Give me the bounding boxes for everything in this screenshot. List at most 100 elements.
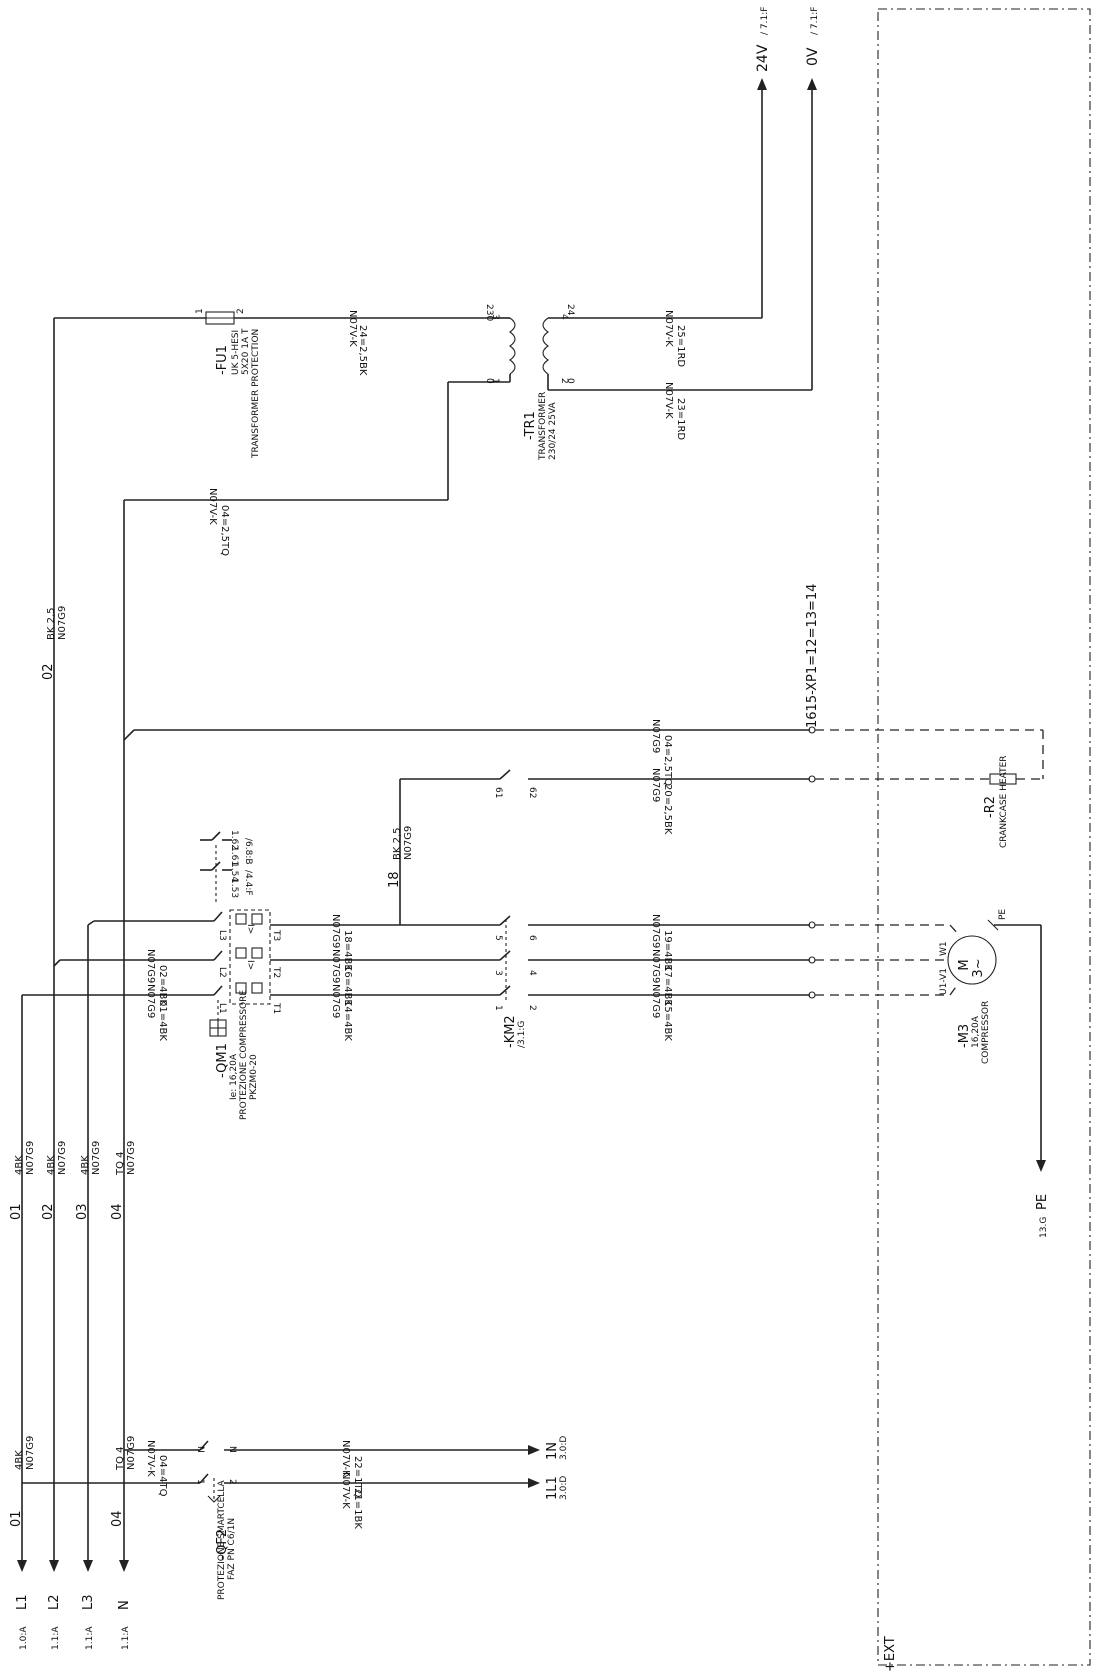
- m3-tag: -M3: [957, 1024, 972, 1048]
- svg-text:17=4BK: 17=4BK: [662, 965, 673, 1006]
- svg-text:5X20 1A T: 5X20 1A T: [241, 328, 251, 375]
- svg-text:M: M: [957, 959, 972, 970]
- svg-text:N07G9: N07G9: [126, 1436, 137, 1470]
- svg-text:2: 2: [527, 1005, 537, 1011]
- svg-text:N07V-K: N07V-K: [663, 310, 674, 347]
- svg-text:U1-V1: U1-V1: [939, 968, 949, 995]
- svg-text:TQ 4: TQ 4: [115, 1151, 126, 1176]
- phase-n: N: [117, 1600, 132, 1610]
- km2-tag: -KM2: [503, 1015, 518, 1048]
- svg-text:5: 5: [493, 935, 503, 941]
- svg-text:04: 04: [110, 1203, 125, 1220]
- svg-text:N07G9: N07G9: [330, 914, 341, 948]
- svg-text:02: 02: [41, 663, 56, 680]
- svg-text:04=4TQ: 04=4TQ: [157, 1455, 168, 1497]
- svg-text:1L1: 1L1: [545, 1476, 560, 1500]
- svg-text:/ 7.1:F: / 7.1:F: [810, 7, 820, 35]
- svg-text:N07G9: N07G9: [650, 949, 661, 983]
- svg-text:01: 01: [9, 1203, 24, 1220]
- svg-text:N07G9: N07G9: [650, 914, 661, 948]
- svg-text:N07G9: N07G9: [145, 984, 156, 1018]
- svg-text:N07V-K: N07V-K: [145, 1440, 156, 1477]
- svg-text:N07V-K: N07V-K: [207, 488, 218, 525]
- svg-text:19=4BK: 19=4BK: [662, 930, 673, 971]
- svg-text:18=4BK: 18=4BK: [342, 930, 353, 971]
- ext-frame-label: +EXT: [883, 1636, 898, 1672]
- svg-text:PE: PE: [1035, 1194, 1050, 1210]
- svg-text:N07G9: N07G9: [25, 1436, 36, 1470]
- svg-text:4BK: 4BK: [80, 1155, 91, 1175]
- svg-text:2: 2: [236, 308, 246, 314]
- svg-text:N07G9: N07G9: [57, 606, 68, 640]
- svg-text:TRANSFORMER: TRANSFORMER: [538, 392, 548, 461]
- svg-text:N07G9: N07G9: [330, 949, 341, 983]
- tr1-tag: -TR1: [523, 411, 538, 440]
- svg-text:0: 0: [484, 378, 494, 384]
- svg-text:N07G9: N07G9: [330, 984, 341, 1018]
- svg-text:N07V-K: N07V-K: [340, 1440, 351, 1477]
- svg-text:/6.8:B: /6.8:B: [243, 838, 253, 865]
- svg-text:N07G9: N07G9: [91, 1141, 102, 1175]
- fu1-tag: -FU1: [215, 345, 230, 375]
- svg-text:N07V-K: N07V-K: [663, 382, 674, 419]
- svg-text:Ie: 16,20A: Ie: 16,20A: [229, 1053, 239, 1100]
- phase-l3: L3: [81, 1594, 96, 1610]
- svg-text:3~: 3~: [971, 958, 986, 977]
- svg-text:1.61: 1.61: [229, 846, 239, 866]
- svg-text:24=2,5BK: 24=2,5BK: [357, 325, 368, 376]
- svg-text:3: 3: [490, 314, 500, 320]
- svg-text:/4.4:F: /4.4:F: [243, 870, 253, 896]
- svg-text:3: 3: [493, 970, 503, 976]
- svg-text:N07G9: N07G9: [126, 1141, 137, 1175]
- svg-text:24V: 24V: [755, 44, 771, 72]
- output-24v: 24V / 7.1:F: [755, 7, 771, 72]
- svg-text:L2: L2: [217, 967, 227, 978]
- svg-text:PE: PE: [998, 909, 1008, 920]
- svg-text:N07G9: N07G9: [650, 984, 661, 1018]
- svg-text:N: N: [227, 1446, 237, 1453]
- svg-text:01: 01: [9, 1510, 24, 1527]
- xp1-label: 1615-XP1=12=13=14: [805, 584, 820, 728]
- svg-text:0: 0: [565, 378, 575, 384]
- output-0v: 0V / 7.1:F: [805, 7, 821, 66]
- svg-text:2: 2: [227, 1479, 237, 1485]
- field-wiring: [815, 729, 1046, 1172]
- svg-text:CRANKCASE HEATER: CRANKCASE HEATER: [999, 755, 1009, 848]
- svg-text:N07G9: N07G9: [25, 1141, 36, 1175]
- svg-text:61: 61: [493, 787, 503, 798]
- r2-tag: -R2: [983, 796, 998, 818]
- svg-text:N07G9: N07G9: [145, 949, 156, 983]
- svg-text:04=2,5TQ: 04=2,5TQ: [662, 735, 673, 786]
- svg-text:1.0:A: 1.0:A: [19, 1626, 29, 1650]
- svg-text:20=2,5BK: 20=2,5BK: [662, 784, 673, 835]
- svg-text:01=4BK: 01=4BK: [157, 1000, 168, 1041]
- svg-text:N07G9: N07G9: [650, 719, 661, 753]
- svg-text:W1: W1: [939, 941, 949, 956]
- svg-text:/3.1:G: /3.1:G: [517, 1021, 527, 1048]
- svg-text:14=4BK: 14=4BK: [342, 1000, 353, 1041]
- fuse-fu1: 1 2 -FU1 UK 5-HESI 5X20 1A T TRANSFORMER…: [195, 308, 494, 459]
- qm1-tag: -QM1: [215, 1043, 230, 1078]
- svg-text:I>: I>: [245, 960, 255, 970]
- svg-text:L3: L3: [217, 930, 227, 941]
- svg-text:L1: L1: [217, 1003, 227, 1014]
- svg-text:1.54: 1.54: [229, 862, 239, 882]
- svg-text:1.53: 1.53: [229, 878, 239, 898]
- svg-text:04: 04: [110, 1510, 125, 1527]
- svg-text:BK 2,5: BK 2,5: [46, 608, 57, 641]
- phase-l1: L1: [15, 1594, 30, 1610]
- svg-text:TQ 4: TQ 4: [115, 1446, 126, 1471]
- motor-protector-qm1: 1.53 1.54 1.61 1.62 /4.4:F /6.8:B L1 L2 …: [22, 830, 500, 1120]
- svg-text:13.G: 13.G: [1039, 1217, 1049, 1238]
- svg-text:230: 230: [484, 304, 494, 321]
- svg-text:1: 1: [195, 308, 205, 314]
- input-cable-labels: 01 4BK N07G9 04 TQ 4 N07G9: [9, 1436, 137, 1527]
- ext-frame: [877, 8, 1091, 1666]
- svg-text:6: 6: [527, 935, 537, 941]
- svg-text:15=4BK: 15=4BK: [662, 1000, 673, 1041]
- qf2-tag: -QF2: [215, 1529, 230, 1560]
- svg-text:PROTEZIONE COMPRESSORE: PROTEZIONE COMPRESSORE: [239, 990, 249, 1120]
- motor-m3: M 3~ U1-V1 W1 PE -M3 16,20A COMPRESSOR: [939, 909, 1008, 1064]
- svg-text:I>: I>: [245, 924, 255, 934]
- svg-text:03: 03: [75, 1203, 90, 1220]
